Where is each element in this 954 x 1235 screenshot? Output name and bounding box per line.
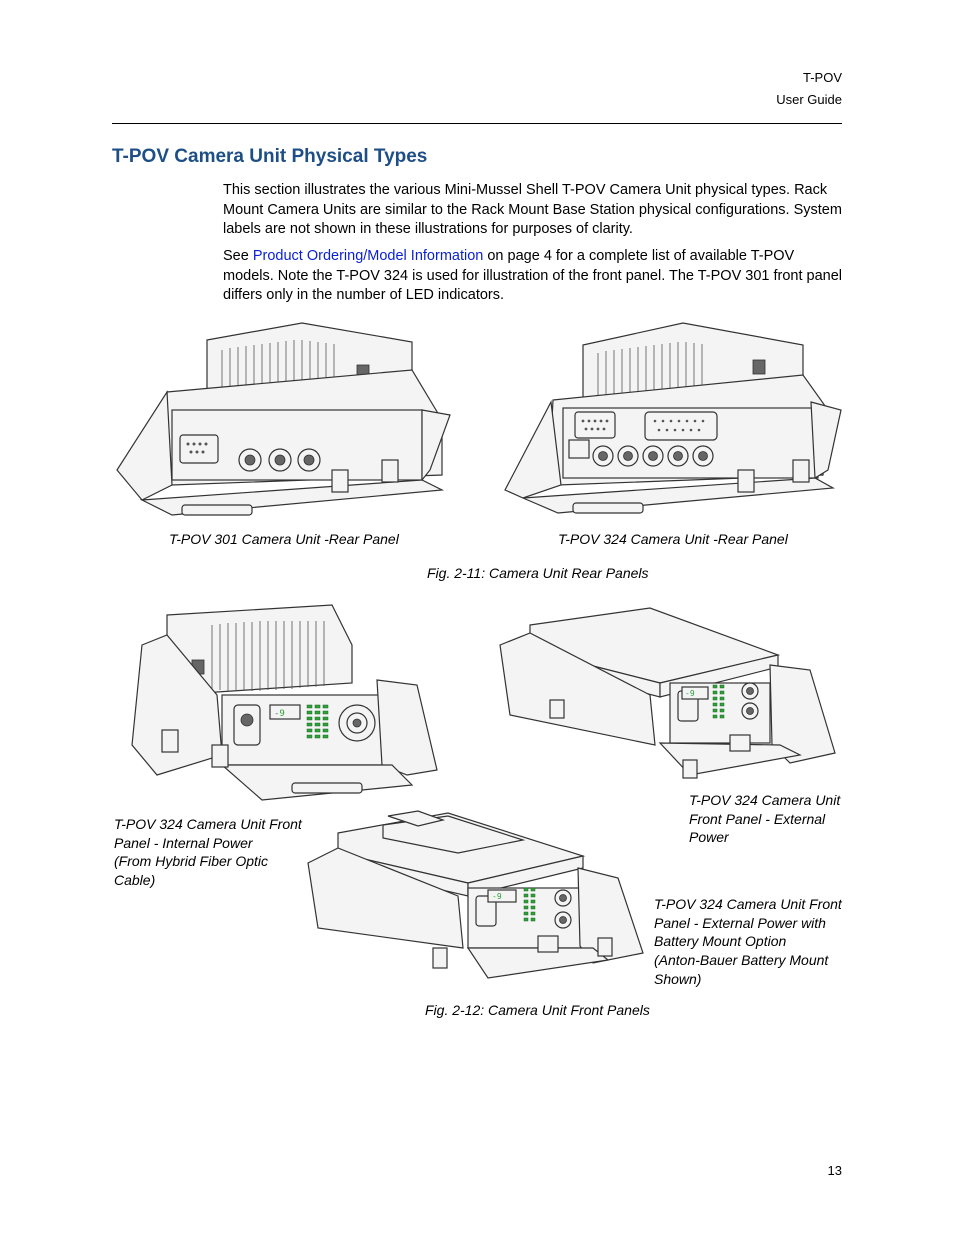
label-front-external-line-1: T-POV 324 Camera Unit bbox=[689, 792, 841, 808]
running-header-subtitle: User Guide bbox=[776, 92, 842, 107]
label-front-internal-line-3: (From Hybrid Fiber Optic bbox=[114, 853, 269, 870]
figure-2-12-caption: Fig. 2-12: Camera Unit Front Panels bbox=[425, 1002, 650, 1018]
intro-p2-suffix: on page 4 for a complete list of availab… bbox=[223, 248, 843, 303]
front-battery-display: -9 bbox=[492, 892, 502, 901]
tpov-324-rear-illustration bbox=[504, 322, 842, 514]
product-ordering-link[interactable]: Product Ordering/Model Information bbox=[252, 248, 484, 264]
label-324-rear: T-POV 324 Camera Unit -Rear Panel bbox=[558, 531, 788, 547]
header-divider bbox=[112, 123, 842, 124]
section-title: T-POV Camera Unit Physical Types bbox=[112, 146, 428, 167]
label-front-external-line-3: Power bbox=[689, 829, 729, 846]
label-front-internal-line-2: Panel - Internal Power bbox=[114, 834, 253, 851]
label-front-battery-mount: T-POV 324 Camera Unit Front Panel - Exte… bbox=[654, 895, 842, 989]
label-301-rear: T-POV 301 Camera Unit -Rear Panel bbox=[169, 531, 399, 547]
tpov-324-front-external-illustration: -9 bbox=[499, 607, 836, 779]
running-header-product: T-POV bbox=[802, 70, 842, 85]
label-front-battery-line-3: Battery Mount Option bbox=[654, 933, 787, 950]
label-front-battery-line-2: Panel - External Power with bbox=[654, 914, 826, 931]
label-front-internal-power: T-POV 324 Camera Unit Front Panel - Inte… bbox=[114, 815, 302, 890]
tpov-324-front-battery-illustration: -9 bbox=[307, 810, 644, 979]
label-front-internal-line-1: T-POV 324 Camera Unit Front bbox=[114, 816, 302, 832]
label-front-external-power: T-POV 324 Camera Unit Front Panel - Exte… bbox=[689, 791, 840, 847]
intro-paragraph-2: See Product Ordering/Model Information o… bbox=[223, 247, 843, 306]
label-front-battery-line-1: T-POV 324 Camera Unit Front bbox=[654, 896, 842, 912]
tpov-324-front-internal-illustration: -9 bbox=[131, 604, 438, 801]
intro-paragraph-1: This section illustrates the various Min… bbox=[223, 182, 842, 237]
intro-p2-prefix: See bbox=[223, 248, 253, 264]
figure-2-11-caption: Fig. 2-11: Camera Unit Rear Panels bbox=[427, 565, 649, 581]
front-internal-display: -9 bbox=[274, 709, 285, 719]
tpov-301-rear-illustration bbox=[116, 322, 451, 516]
label-front-battery-line-4: (Anton-Bauer Battery Mount bbox=[654, 952, 829, 969]
label-front-internal-line-4: Cable) bbox=[114, 872, 156, 889]
page-number: 13 bbox=[827, 1163, 842, 1178]
front-external-display: -9 bbox=[685, 689, 695, 698]
label-front-external-line-2: Front Panel - External bbox=[689, 810, 826, 827]
label-front-battery-line-5: Shown) bbox=[654, 970, 702, 987]
